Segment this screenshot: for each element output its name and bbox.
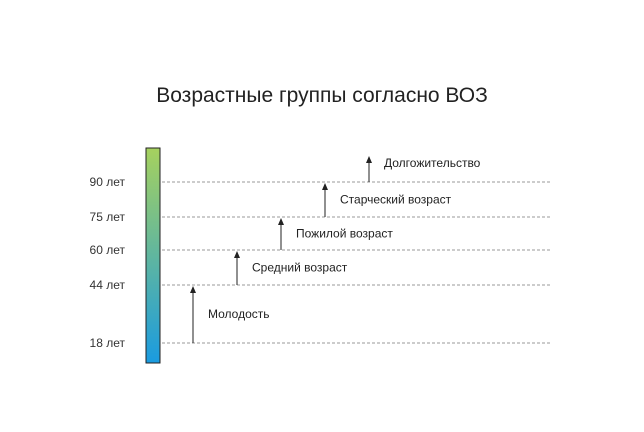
diagram-title: Возрастные группы согласно ВОЗ bbox=[156, 84, 488, 107]
tick-label-60: 60 лет bbox=[90, 243, 126, 257]
group-label-0: Молодость bbox=[208, 307, 270, 321]
group-arrows bbox=[190, 156, 372, 343]
arrow-head-0 bbox=[190, 286, 196, 293]
tick-label-75: 75 лет bbox=[90, 210, 126, 224]
group-label-1: Средний возраст bbox=[252, 261, 348, 275]
tick-label-44: 44 лет bbox=[90, 278, 126, 292]
age-tick-labels: 90 лет 75 лет 60 лет 44 лет 18 лет bbox=[90, 175, 126, 350]
tick-label-90: 90 лет bbox=[90, 175, 126, 189]
age-gradient-bar bbox=[145, 147, 161, 364]
group-label-2: Пожилой возраст bbox=[296, 227, 393, 241]
group-labels: Молодость Средний возраст Пожилой возраст С… bbox=[208, 156, 481, 321]
arrow-head-3 bbox=[322, 183, 328, 190]
arrow-head-2 bbox=[278, 218, 284, 225]
group-label-4: Долгожительство bbox=[384, 156, 481, 170]
tick-label-18: 18 лет bbox=[90, 336, 126, 350]
arrow-head-4 bbox=[366, 156, 372, 163]
arrow-head-1 bbox=[234, 251, 240, 258]
group-label-3: Старческий возраст bbox=[340, 193, 452, 207]
